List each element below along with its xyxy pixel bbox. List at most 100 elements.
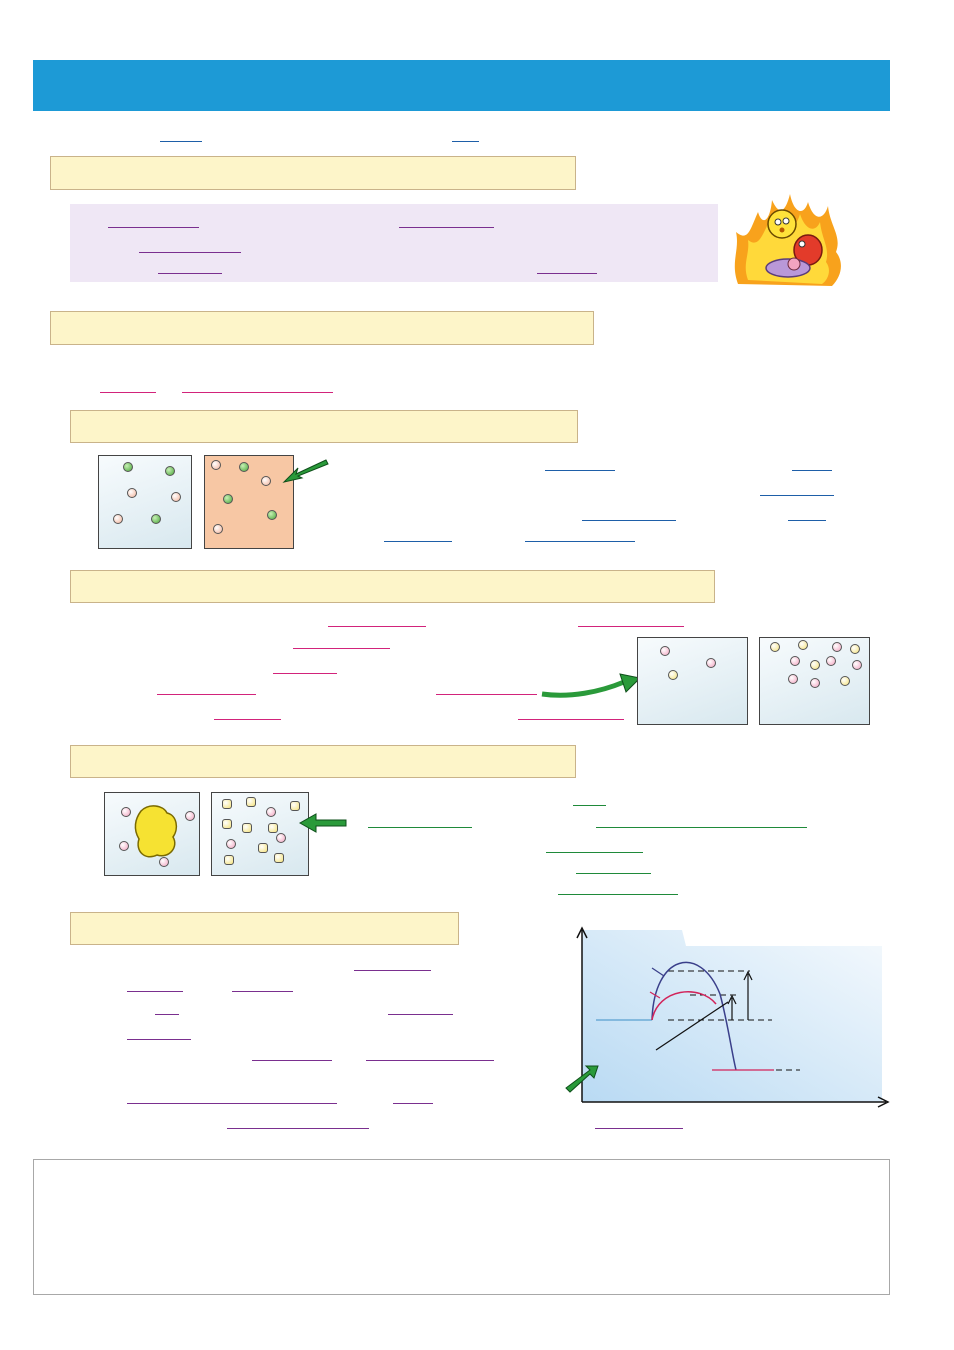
particle — [276, 833, 286, 843]
section-heading-box-1 — [50, 156, 576, 190]
catalyst-blank-7 — [252, 1060, 332, 1061]
particle — [660, 646, 670, 656]
catalyst-blank-3 — [232, 991, 293, 992]
fragment — [246, 797, 256, 807]
particle — [826, 656, 836, 666]
surface-blank-2 — [368, 827, 472, 828]
particle — [852, 660, 862, 670]
subsection-box-concentration — [70, 570, 715, 603]
hot-particles-panel — [204, 455, 294, 549]
note-blank-4 — [158, 273, 222, 274]
fragment — [224, 855, 234, 865]
definition-note-box — [70, 204, 718, 282]
catalyst-blank-4 — [155, 1014, 179, 1015]
fragment — [268, 823, 278, 833]
energy-profile-diagram — [565, 926, 890, 1108]
particle — [127, 488, 137, 498]
high-concentration-panel — [759, 637, 870, 725]
particle — [223, 494, 233, 504]
temp-blank-5 — [788, 520, 826, 521]
particle — [810, 660, 820, 670]
factors-blank-2 — [182, 392, 333, 393]
particle — [261, 476, 271, 486]
conc-blank-1 — [328, 626, 426, 627]
particle — [165, 466, 175, 476]
conc-blank-5 — [157, 694, 256, 695]
particle — [706, 658, 716, 668]
temp-blank-1 — [545, 470, 615, 471]
subsection-box-catalyst — [70, 912, 459, 945]
conc-blank-4 — [273, 673, 337, 674]
low-concentration-panel — [637, 637, 748, 725]
particle — [798, 640, 808, 650]
particle — [159, 857, 169, 867]
surface-blank-3 — [596, 827, 807, 828]
catalyst-blank-6 — [127, 1039, 191, 1040]
catalyst-blank-9 — [127, 1103, 337, 1104]
intro-blank-2 — [452, 141, 479, 142]
particle — [850, 644, 860, 654]
particle — [151, 514, 161, 524]
particle — [788, 674, 798, 684]
conc-blank-3 — [293, 648, 390, 649]
particle — [119, 841, 129, 851]
fragment — [242, 823, 252, 833]
particle — [185, 811, 195, 821]
catalyst-blank-12 — [595, 1128, 683, 1129]
green-arrow-icon — [282, 459, 329, 483]
surface-blank-1 — [573, 805, 606, 806]
temp-blank-4 — [582, 520, 676, 521]
temp-blank-6 — [384, 541, 452, 542]
catalyst-blank-2 — [127, 991, 183, 992]
powder-panel — [211, 792, 309, 876]
conc-blank-6 — [436, 694, 537, 695]
particle — [266, 807, 276, 817]
green-arrow-icon — [298, 813, 347, 833]
note-blank-1 — [108, 227, 199, 228]
particle — [226, 839, 236, 849]
temp-blank-3 — [760, 495, 834, 496]
fragment — [222, 819, 232, 829]
intro-blank-1 — [160, 141, 202, 142]
temp-blank-2 — [792, 470, 832, 471]
particle — [123, 462, 133, 472]
section-heading-box-2 — [50, 311, 594, 345]
subsection-box-surface-area — [70, 745, 576, 778]
flame-mascot-icon — [734, 194, 841, 286]
particle — [239, 462, 249, 472]
catalyst-blank-10 — [393, 1103, 433, 1104]
green-arrow-icon — [565, 1065, 599, 1093]
cold-particles-panel — [98, 455, 192, 549]
green-arrow-icon — [541, 673, 642, 698]
surface-blank-5 — [576, 873, 651, 874]
surface-blank-6 — [558, 894, 678, 895]
note-blank-2 — [399, 227, 494, 228]
temp-blank-7 — [525, 541, 635, 542]
particle — [267, 510, 277, 520]
note-blank-3 — [139, 252, 241, 253]
particle — [171, 492, 181, 502]
catalysed-curve — [651, 991, 717, 1021]
particle — [113, 514, 123, 524]
uncatalysed-curve — [651, 961, 737, 1071]
page-header-bar — [33, 60, 890, 111]
catalyst-blank-8 — [366, 1060, 494, 1061]
particle — [810, 678, 820, 688]
particle — [121, 807, 131, 817]
factors-blank-1 — [100, 392, 156, 393]
conc-blank-8 — [518, 719, 624, 720]
particle — [211, 460, 221, 470]
subsection-box-temperature — [70, 410, 578, 443]
particle — [790, 656, 800, 666]
summary-box — [33, 1159, 890, 1295]
conc-blank-7 — [214, 719, 281, 720]
particle — [213, 524, 223, 534]
surface-blank-4 — [546, 852, 643, 853]
fragment — [222, 799, 232, 809]
fragment — [258, 843, 268, 853]
catalyst-blank-1 — [354, 970, 431, 971]
particle — [832, 642, 842, 652]
conc-blank-2 — [578, 626, 684, 627]
note-blank-5 — [537, 273, 597, 274]
catalyst-blank-11 — [227, 1128, 369, 1129]
